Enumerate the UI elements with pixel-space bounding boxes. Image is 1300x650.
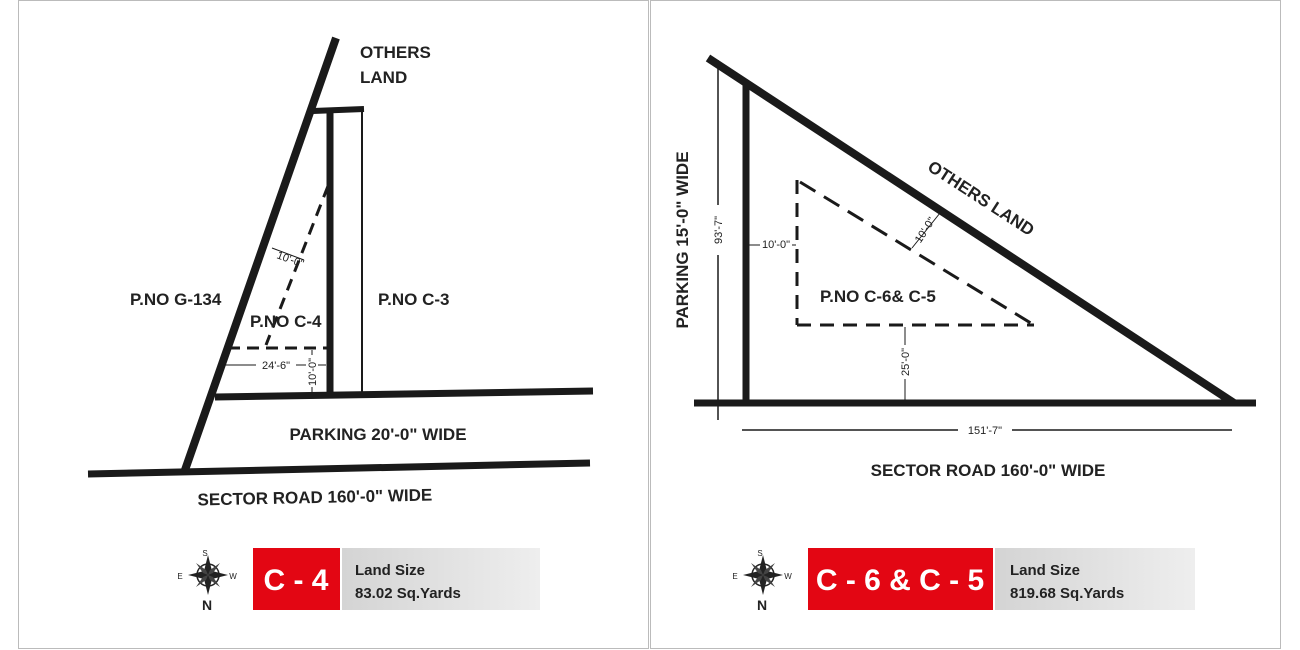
others-land-label: OTHERS LAND [924,157,1037,240]
dim-front-setback: 10'-0" [307,358,319,386]
others-land-label: OTHERS [360,43,431,62]
right-compass: S E W N [732,549,792,613]
svg-text:W: W [229,572,237,581]
others-land-label-2: LAND [360,68,407,87]
right-size-label: Land Size [1010,562,1080,579]
left-plot-id-badge [253,548,340,610]
left-size-label: Land Size [355,562,425,579]
parking-label: PARKING 15'-0" WIDE [673,151,692,328]
dim-front-setback: 25'-0" [900,348,912,376]
dim-diag-setback: 10'-0" [913,215,938,245]
right-plot-id: C - 6 & C - 5 [816,564,984,597]
plot-c4-label: P.NO C-4 [250,312,322,331]
left-compass: S E W N [177,549,237,613]
dim-length: 151'-7" [968,425,1002,437]
left-panel [18,0,649,649]
left-plot-id: C - 4 [263,564,328,597]
left-labels: OTHERS LAND P.NO G-134 P.NO C-4 P.NO C-3… [130,43,467,509]
left-size-box [342,548,540,610]
compass-rose-icon [742,554,784,596]
svg-text:E: E [177,572,182,581]
dim-side-setback: 10'-0" [762,239,790,251]
left-size-value: 83.02 Sq.Yards [355,585,461,602]
right-plot-id-badge [808,548,993,610]
svg-text:E: E [732,572,737,581]
compass-rose-icon [187,554,229,596]
right-size-box [995,548,1195,610]
parking-label: PARKING 20'-0" WIDE [289,425,466,444]
dim-height: 93'-7" [713,216,725,244]
right-plot-lines [694,54,1256,431]
dim-width: 24'-6" [262,360,290,372]
svg-text:S: S [757,549,762,558]
plot-c6-c5-label: P.NO C-6& C-5 [820,287,936,306]
sector-road-label: SECTOR ROAD 160'-0" WIDE [197,486,432,510]
right-panel [650,0,1281,649]
plot-c3-label: P.NO C-3 [378,290,450,309]
plot-g134-label: P.NO G-134 [130,290,222,309]
svg-text:N: N [757,597,767,613]
right-size-value: 819.68 Sq.Yards [1010,585,1124,602]
left-plot-lines [87,36,594,478]
svg-text:W: W [784,572,792,581]
sector-road-label: SECTOR ROAD 160'-0" WIDE [871,461,1106,480]
svg-text:N: N [202,597,212,613]
svg-text:S: S [202,549,207,558]
